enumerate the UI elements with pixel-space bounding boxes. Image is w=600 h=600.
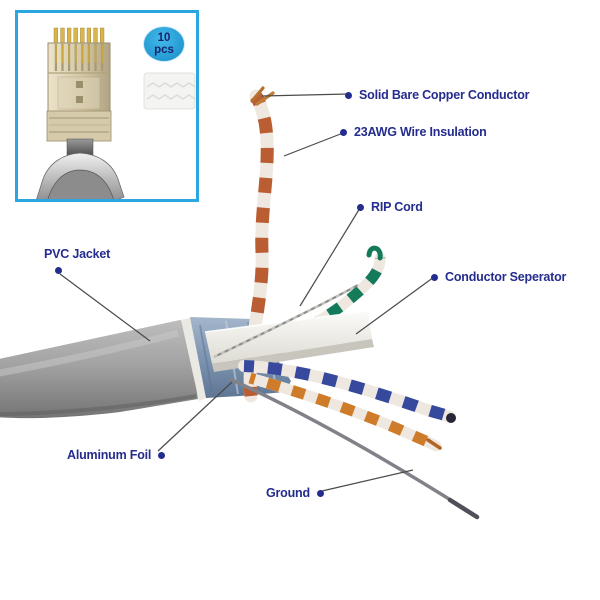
- label-text: 23AWG Wire Insulation: [354, 125, 487, 139]
- label-23awg-wire-insulation: 23AWG Wire Insulation: [340, 124, 487, 140]
- annotation-line-solid-copper: [261, 93, 349, 97]
- annotation-line-ground: [321, 469, 414, 492]
- connector-pins: [53, 27, 105, 46]
- bullet-icon: [345, 91, 352, 99]
- connector-body: [47, 42, 111, 116]
- annotation-line-aluminum-foil: [157, 381, 233, 452]
- quantity-badge-count: 10: [157, 32, 171, 44]
- label-rip-cord: RIP Cord: [357, 199, 423, 215]
- quantity-badge-unit: pcs: [154, 44, 174, 56]
- label-text: RIP Cord: [371, 200, 423, 214]
- lower-orange-pair-graphic: [244, 372, 442, 452]
- annotation-line-pvc-jacket: [59, 273, 151, 342]
- quantity-badge: 10 pcs: [143, 26, 185, 62]
- bullet-icon: [357, 203, 364, 211]
- annotation-line-insulation: [283, 132, 344, 157]
- blue-pair-graphic: [238, 360, 456, 423]
- label-aluminum-foil: Aluminum Foil: [67, 447, 166, 463]
- label-pvc-jacket: PVC Jacket: [44, 246, 110, 274]
- annotation-line-rip-cord: [299, 207, 361, 307]
- label-ground: Ground: [266, 485, 324, 501]
- product-inset: 10 pcs: [15, 10, 199, 203]
- connector-collar: [46, 110, 112, 142]
- annotation-line-separator: [355, 276, 435, 335]
- strain-relief-saddle: [35, 152, 125, 203]
- blue-pair-cut-end: [446, 413, 456, 423]
- label-text: Conductor Seperator: [445, 270, 567, 284]
- rj45-connector-illustration: [35, 27, 196, 203]
- bullet-icon: [316, 489, 324, 497]
- annotation-lines: [59, 93, 435, 492]
- label-conductor-separator: Conductor Seperator: [431, 269, 566, 285]
- pvc-jacket-graphic: [0, 320, 198, 419]
- label-solid-bare-copper-conductor: Solid Bare Copper Conductor: [345, 87, 530, 103]
- label-text: Ground: [266, 486, 310, 500]
- ground-wire-graphic: [229, 377, 480, 520]
- load-bar-illustration: [143, 72, 196, 110]
- label-text: PVC Jacket: [44, 247, 111, 261]
- bullet-icon: [55, 267, 62, 274]
- label-text: Aluminum Foil: [67, 448, 152, 462]
- label-text: Solid Bare Copper Conductor: [359, 88, 530, 102]
- bare-copper-tips: [250, 86, 275, 106]
- bullet-icon: [431, 273, 438, 281]
- bullet-icon: [340, 128, 347, 136]
- lower-orange-pair-cut-end: [426, 438, 442, 450]
- rip-cord-graphic: [213, 284, 359, 358]
- bullet-icon: [158, 451, 166, 459]
